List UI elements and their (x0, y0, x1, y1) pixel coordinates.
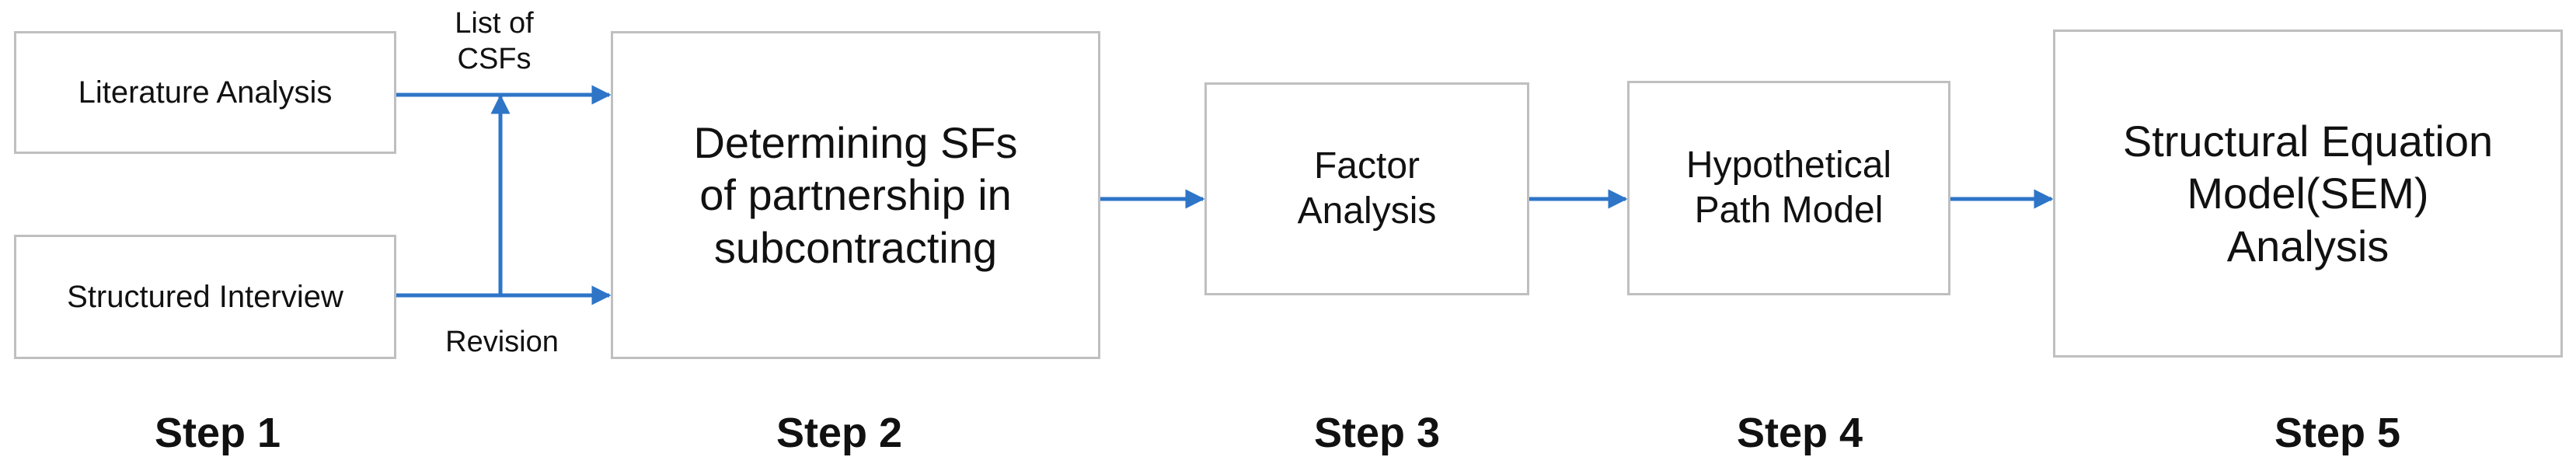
revision-label: Revision (445, 326, 559, 358)
sem-analysis-box: Structural Equation Model(SEM) Analysis (2053, 30, 2563, 358)
step-4-label: Step 4 (1736, 410, 1863, 456)
determining-sfs-label: Determining SFs of partnership in subcon… (693, 118, 1018, 272)
step-3-label: Step 3 (1313, 410, 1441, 456)
list-of-csfs-label: List of CSFs (455, 7, 534, 75)
hypothetical-path-model-label: Hypothetical Path Model (1685, 145, 1892, 231)
sem-analysis-label: Structural Equation Model(SEM) Analysis (2122, 117, 2494, 270)
literature-analysis-label: Literature Analysis (78, 75, 333, 110)
step-5-label: Step 5 (2274, 410, 2401, 456)
hypothetical-path-model-box: Hypothetical Path Model (1627, 81, 1950, 295)
factor-analysis-box: Factor Analysis (1204, 82, 1529, 295)
structured-interview-box: Structured Interview (14, 235, 396, 359)
step-2-label: Step 2 (776, 410, 903, 456)
literature-analysis-box: Literature Analysis (14, 31, 396, 154)
structured-interview-label: Structured Interview (67, 280, 343, 314)
step-1-label: Step 1 (154, 410, 281, 456)
factor-analysis-label: Factor Analysis (1297, 145, 1437, 232)
determining-sfs-box: Determining SFs of partnership in subcon… (611, 31, 1100, 359)
